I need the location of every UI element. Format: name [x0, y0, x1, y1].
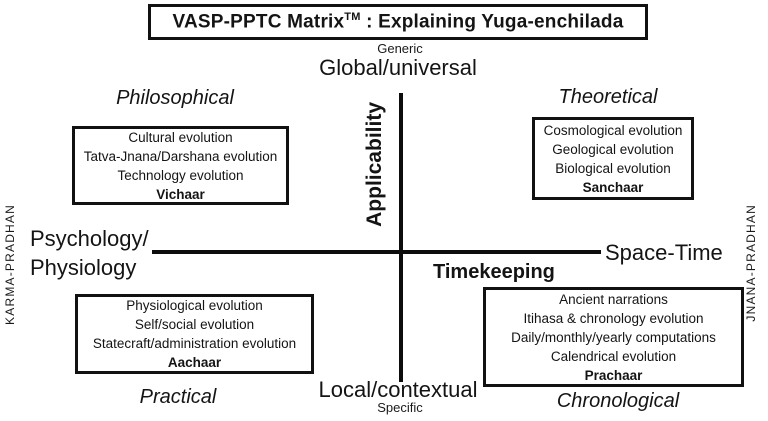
vertical-axis-title: Applicability — [363, 102, 386, 227]
right-side-rotated-label: JNANA-PRADHAN — [744, 204, 758, 322]
page-title: VASP-PPTC MatrixTM : Explaining Yuga-enc… — [173, 11, 624, 33]
left-side-rotated-label: KARMA-PRADHAN — [3, 204, 17, 325]
title-main: VASP-PPTC Matrix — [172, 11, 345, 33]
title-box: VASP-PPTC MatrixTM : Explaining Yuga-enc… — [148, 4, 648, 40]
box-item: Daily/monthly/yearly computations — [511, 329, 716, 345]
box-item: Statecraft/administration evolution — [92, 336, 297, 351]
axis-bottom-minor-label: Specific — [377, 400, 423, 415]
vertical-axis-line — [399, 93, 403, 382]
box-item: Physiological evolution — [126, 298, 263, 313]
axis-right-label: Space-Time — [605, 240, 723, 265]
box-item: Cultural evolution — [128, 129, 233, 145]
box-keyword: Prachaar — [584, 367, 643, 383]
box-item: Tatva-Jnana/Darshana evolution — [83, 148, 278, 164]
box-keyword: Sanchaar — [582, 179, 644, 195]
box-item: Technology evolution — [117, 167, 244, 183]
title-tm-superscript: TM — [344, 10, 361, 23]
box-item: Calendrical evolution — [550, 348, 677, 364]
quadrant-label-chronological: Chronological — [556, 390, 680, 412]
quadrant-label-theoretical: Theoretical — [558, 86, 658, 108]
box-keyword: Vichaar — [156, 186, 205, 202]
title-suffix: : Explaining Yuga-enchilada — [360, 11, 624, 33]
box-item: Geological evolution — [552, 141, 674, 157]
quadrant-box-practical: Physiological evolution Self/social evol… — [75, 294, 314, 374]
axis-top-major-label: Global/universal — [319, 55, 477, 80]
box-item: Ancient narrations — [559, 291, 668, 307]
box-item: Itihasa & chronology evolution — [523, 310, 704, 326]
axis-left-label-line1: Psychology/ — [30, 226, 149, 251]
box-item: Self/social evolution — [134, 317, 255, 332]
horizontal-axis-line — [152, 250, 601, 254]
quadrant-box-chronological: Ancient narrations Itihasa & chronology … — [483, 287, 744, 387]
quadrant-label-practical: Practical — [139, 386, 217, 408]
axis-top-minor-label: Generic — [377, 41, 423, 56]
axis-bottom-major-label: Local/contextual — [318, 377, 478, 402]
axis-left-label: Psychology/ Physiology — [30, 224, 149, 282]
quadrant-box-theoretical: Cosmological evolution Geological evolut… — [532, 117, 694, 200]
box-keyword: Aachaar — [167, 355, 222, 370]
box-item: Cosmological evolution — [543, 122, 683, 138]
quadrant-box-philosophical: Cultural evolution Tatva-Jnana/Darshana … — [72, 126, 289, 205]
axis-left-label-line2: Physiology — [30, 255, 137, 280]
quadrant-label-philosophical: Philosophical — [116, 87, 234, 109]
box-item: Biological evolution — [555, 160, 671, 176]
timekeeping-label: Timekeeping — [433, 261, 555, 283]
